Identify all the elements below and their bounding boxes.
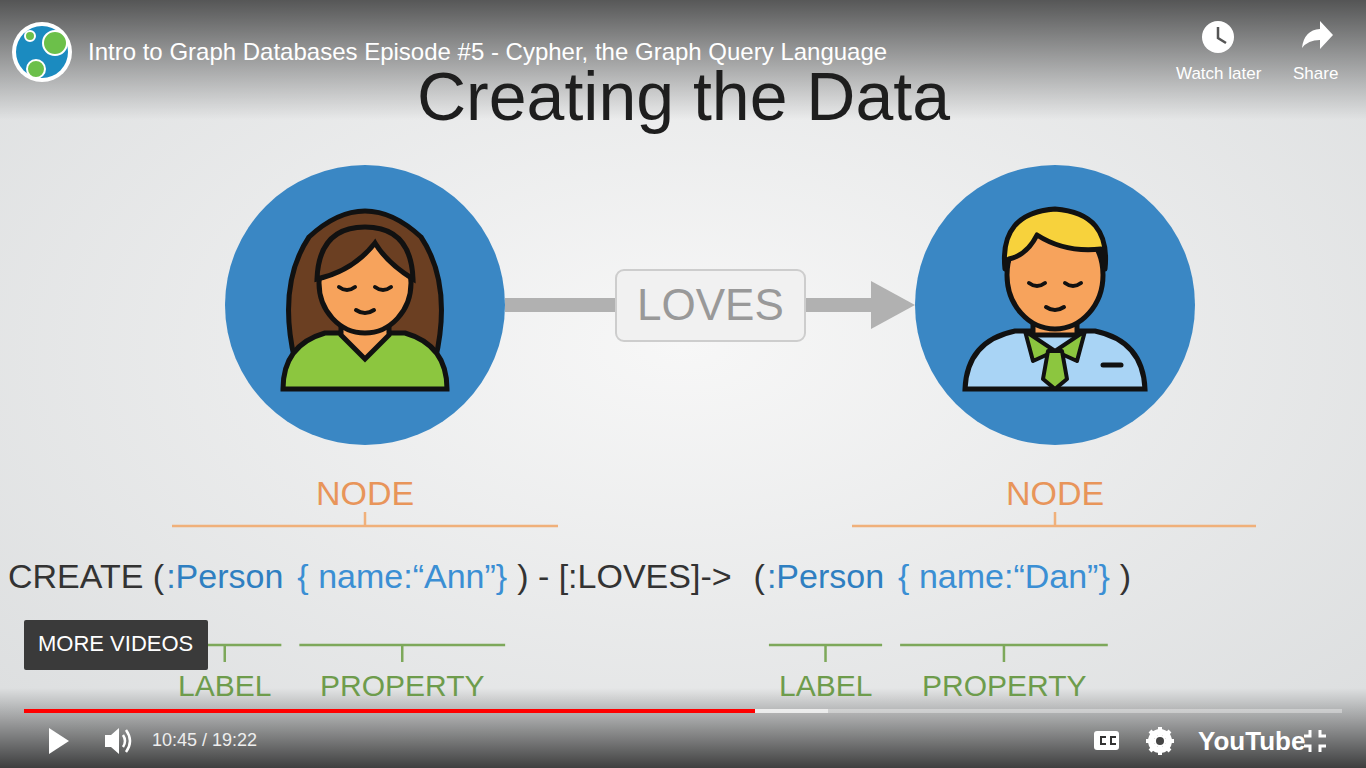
arrow-head: [871, 281, 915, 329]
node-heading: NODE: [1006, 473, 1104, 514]
annotation-bracket: [299, 645, 505, 662]
share-icon: [1302, 21, 1333, 49]
youtube-wordmark: YouTube: [1198, 726, 1305, 757]
annotation-label: PROPERTY: [922, 668, 1087, 704]
cypher-code-line: CREATE (:Person{ name:“Ann”}) - [:LOVES]…: [8, 556, 1131, 597]
node-circle-fill: [225, 165, 505, 445]
settings-icon: [1146, 727, 1174, 755]
node-bracket: [172, 512, 558, 526]
play-icon: [49, 728, 69, 754]
time-display: 10:45 / 19:22: [152, 730, 257, 752]
channel-logo: [12, 22, 72, 82]
person-node: NODE: [915, 165, 1195, 445]
node-heading: NODE: [316, 473, 414, 514]
progress-played: [24, 709, 755, 713]
share-label: Share: [1293, 64, 1338, 84]
volume-icon: [105, 728, 130, 754]
progress-track: [24, 709, 1342, 713]
code-paren: ): [1120, 556, 1131, 597]
node-circle: [225, 165, 505, 445]
annotation-label: LABEL: [779, 668, 872, 704]
person-figure: [283, 211, 447, 389]
annotation-bracket: [900, 645, 1108, 662]
clock-icon: [1202, 21, 1234, 53]
code-label: :Person: [166, 556, 283, 597]
node-circle-fill: [915, 165, 1195, 445]
code-property: { name:“Ann”}: [297, 556, 507, 597]
video-title: Intro to Graph Databases Episode #5 - Cy…: [88, 38, 887, 67]
code-relationship: ) - [:LOVES]->: [517, 556, 731, 597]
slide-title: Creating the Data: [417, 56, 950, 138]
annotation-label: PROPERTY: [320, 668, 485, 704]
annotation-bracket: [769, 645, 882, 662]
more-videos-box: [24, 620, 208, 670]
node-bracket: [852, 512, 1256, 526]
relationship-label: LOVES: [615, 269, 806, 342]
exit-fullscreen-icon: [1304, 730, 1326, 752]
more-videos-label: MORE VIDEOS: [38, 631, 193, 657]
code-property: { name:“Dan”}: [898, 556, 1110, 597]
watch-later-label: Watch later: [1176, 64, 1261, 84]
code-label: :Person: [767, 556, 884, 597]
node-circle: [915, 165, 1195, 445]
progress-buffer: [24, 709, 828, 713]
code-keyword: CREATE (: [8, 556, 164, 597]
person-figure: [965, 209, 1145, 389]
captions-icon: [1094, 731, 1119, 750]
person-node: NODE: [225, 165, 505, 445]
code-paren: (: [754, 556, 765, 597]
annotation-label: LABEL: [178, 668, 271, 704]
